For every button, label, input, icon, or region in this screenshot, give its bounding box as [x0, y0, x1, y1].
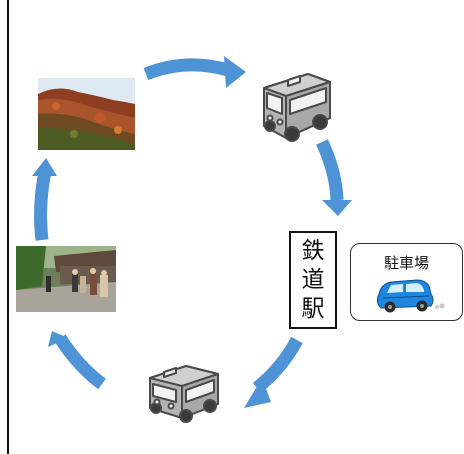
bus-icon: [263, 73, 331, 142]
parking-box: 駐車場: [350, 243, 463, 321]
station-char-2: 道: [301, 266, 325, 293]
arrow-right-upper: [316, 139, 344, 201]
street-photo: [16, 246, 116, 312]
railway-station-box: 鉄 道 駅: [289, 231, 337, 329]
bus-icon: [149, 365, 219, 423]
mountain-photo: [38, 78, 135, 150]
left-vertical-rule: [7, 0, 9, 454]
arrowhead-right-lower: [244, 378, 271, 408]
arrowhead-top: [224, 56, 246, 88]
arrowhead-left: [32, 158, 57, 176]
arrow-left: [34, 170, 52, 241]
arrow-bottom-left: [54, 334, 106, 390]
station-char-3: 駅: [301, 295, 325, 322]
arrowhead-right-upper: [322, 200, 352, 216]
station-char-1: 鉄: [301, 237, 325, 264]
car-icon: [376, 279, 445, 313]
arrow-top: [143, 58, 230, 81]
parking-label: 駐車場: [383, 254, 429, 272]
arrowhead-bottom-left: [48, 331, 68, 347]
